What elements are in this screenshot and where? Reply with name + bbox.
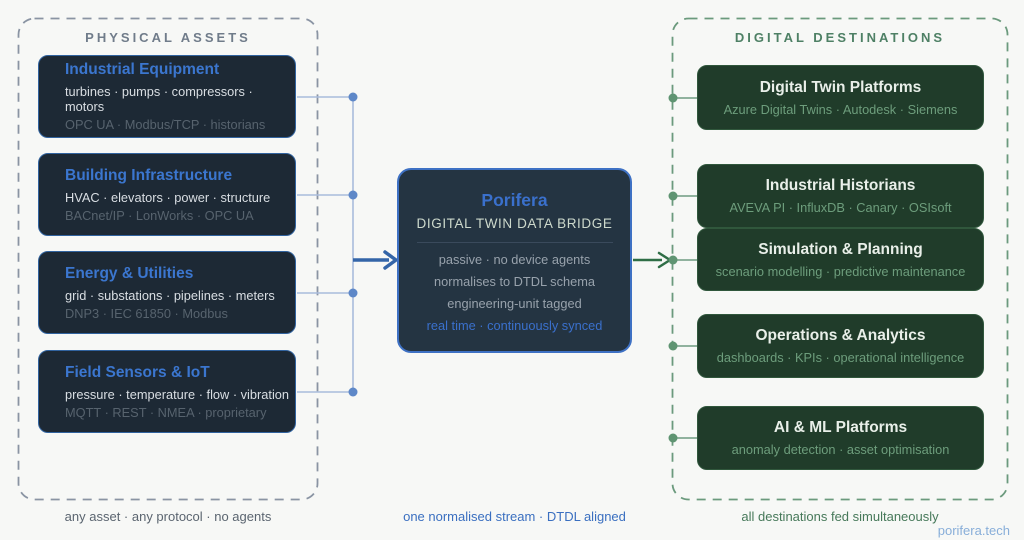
node-protocols: BACnet/IP · LonWorks · OPC UA (65, 207, 254, 223)
asset-connector-dots (348, 92, 358, 397)
node-title: Field Sensors & IoT (65, 363, 210, 381)
website-link[interactable]: porifera.tech (937, 523, 1010, 538)
node-building-infrastructure: Building Infrastructure HVAC · elevators… (38, 153, 296, 236)
egress-flow-arrow (633, 251, 672, 269)
node-industrial-historians: Industrial Historians AVEVA PI · InfluxD… (697, 164, 984, 228)
node-vendors: AVEVA PI · InfluxDB · Canary · OSIsoft (729, 200, 952, 215)
bridge-divider (416, 242, 613, 243)
bridge-feature: passive · no device agents (438, 252, 591, 267)
node-vendors: dashboards · KPIs · operational intellig… (716, 350, 965, 365)
node-examples: turbines · pumps · compressors · motors (65, 84, 253, 114)
bridge-feature: engineering-unit tagged (447, 296, 582, 311)
node-operations-analytics: Operations & Analytics dashboards · KPIs… (697, 314, 984, 378)
node-examples: HVAC · elevators · power · structure (65, 189, 271, 205)
physical-assets-dashed-container (17, 17, 319, 501)
node-digital-twin-platforms: Digital Twin Platforms Azure Digital Twi… (697, 65, 984, 130)
node-protocols: OPC UA · Modbus/TCP · historians (65, 117, 266, 132)
node-field-sensors-iot: Field Sensors & IoT pressure · temperatu… (38, 350, 296, 433)
node-ai-ml-platforms: AI & ML Platforms anomaly detection · as… (697, 406, 984, 470)
destination-connector-dots (668, 93, 678, 443)
node-title: Industrial Equipment (65, 61, 220, 78)
node-title: Energy & Utilities (65, 264, 194, 282)
destinations-footnote: all destinations fed simultaneously (741, 509, 939, 524)
node-protocols: DNP3 · IEC 61850 · Modbus (65, 305, 228, 321)
bridge-highlight: real time · continuously synced (426, 318, 603, 333)
bridge-footnote: one normalised stream · DTDL aligned (403, 509, 626, 524)
node-vendors: scenario modelling · predictive maintena… (715, 263, 966, 279)
node-title: AI & ML Platforms (773, 419, 908, 436)
node-title: Industrial Historians (765, 177, 916, 194)
node-simulation-planning: Simulation & Planning scenario modelling… (697, 228, 984, 291)
node-title: Simulation & Planning (758, 240, 923, 258)
bridge-subtitle: DIGITAL TWIN DATA BRIDGE (416, 216, 613, 231)
ingest-flow-arrow (353, 250, 398, 270)
bridge-feature: normalises to DTDL schema (434, 274, 595, 289)
destination-connector-lines (673, 97, 698, 439)
node-energy-utilities: Energy & Utilities grid · substations · … (38, 251, 296, 334)
node-vendors: anomaly detection · asset optimisation (731, 442, 950, 457)
physical-assets-footnote: any asset · any protocol · no agents (64, 509, 272, 524)
node-examples: grid · substations · pipelines · meters (65, 287, 275, 303)
node-vendors: Azure Digital Twins · Autodesk · Siemens (723, 101, 958, 117)
node-porifera-bridge: Porifera DIGITAL TWIN DATA BRIDGE passiv… (397, 168, 632, 353)
physical-assets-heading: PHYSICAL ASSETS (85, 30, 251, 45)
node-protocols: MQTT · REST · NMEA · proprietary (65, 404, 267, 420)
asset-connector-lines (297, 96, 354, 393)
node-title: Building Infrastructure (65, 166, 233, 184)
digital-destinations-dashed-container (671, 17, 1009, 501)
node-title: Operations & Analytics (755, 327, 926, 344)
node-title: Digital Twin Platforms (759, 78, 922, 96)
node-examples: pressure · temperature · flow · vibratio… (65, 386, 290, 402)
digital-destinations-heading: DIGITAL DESTINATIONS (734, 30, 946, 45)
bridge-name: Porifera (481, 190, 548, 210)
node-industrial-equipment: Industrial Equipment turbines · pumps · … (38, 55, 296, 138)
